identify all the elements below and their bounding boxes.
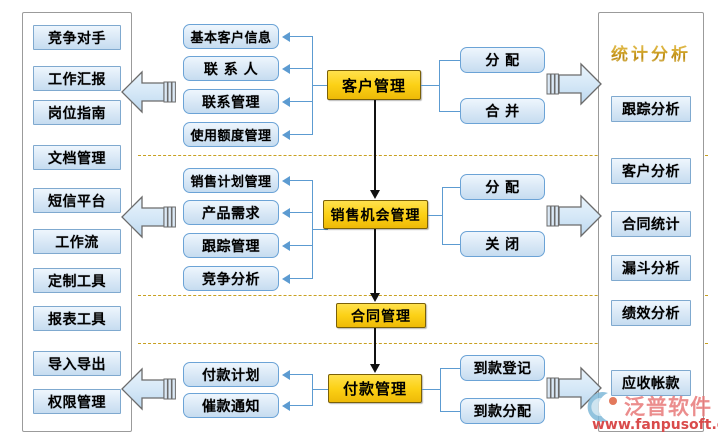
connector-opportunity-left-stub	[312, 229, 328, 230]
block-arrow-right-1	[545, 60, 603, 108]
connector-opportunity-right-stub	[428, 215, 442, 216]
opportunity-action-1[interactable]: 分 配	[460, 174, 545, 200]
connector-payment-branch-1	[290, 374, 313, 375]
connector-opportunity-right-2	[442, 244, 460, 245]
sidebar-item-10[interactable]: 权限管理	[33, 389, 121, 414]
connector-customer-right-spine	[439, 60, 440, 111]
arrow-opportunity-branch-3	[282, 241, 290, 251]
customer-sub-3[interactable]: 联系管理	[183, 89, 279, 114]
arrow-customer-branch-1	[282, 32, 290, 42]
connector-opportunity-branch-3	[290, 245, 313, 246]
connector-customer-branch-4	[290, 134, 313, 135]
connector-payment-right-1	[440, 368, 460, 369]
arrow-opportunity-branch-1	[282, 176, 290, 186]
connector-opportunity-right-spine	[442, 187, 443, 244]
connector-payment-right-stub	[422, 389, 440, 390]
section-separator-1	[138, 155, 708, 156]
customer-sub-2[interactable]: 联 系 人	[183, 56, 279, 81]
opportunity-sub-4[interactable]: 竞争分析	[183, 266, 279, 291]
arrow-customer-branch-4	[282, 130, 290, 140]
flow-line-opportunity-to-contract	[374, 229, 376, 294]
block-arrow-left-1	[120, 68, 178, 116]
flow-line-contract-to-payment	[374, 328, 376, 365]
sidebar-item-5[interactable]: 短信平台	[33, 188, 121, 213]
arrow-customer-branch-2	[282, 64, 290, 74]
customer-action-2[interactable]: 合 并	[460, 98, 545, 124]
sidebar-item-6[interactable]: 工作流	[33, 229, 121, 254]
customer-action-1[interactable]: 分 配	[460, 47, 545, 73]
block-arrow-left-2	[120, 193, 178, 241]
arrow-opportunity-branch-4	[282, 274, 290, 284]
flow-arrow-contract-to-payment	[370, 364, 380, 373]
arrow-payment-branch-2	[282, 401, 290, 411]
section-separator-3	[138, 343, 708, 344]
process-opportunity-management[interactable]: 销售机会管理	[323, 200, 428, 229]
opportunity-sub-2[interactable]: 产品需求	[183, 200, 279, 225]
block-arrow-right-3	[545, 364, 603, 412]
arrow-customer-branch-3	[282, 97, 290, 107]
sidebar-item-7[interactable]: 定制工具	[33, 268, 121, 293]
connector-opportunity-right-1	[442, 187, 460, 188]
block-arrow-left-3	[120, 365, 178, 413]
stat-item-6[interactable]: 应收帐款	[611, 370, 691, 396]
sidebar-item-9[interactable]: 导入导出	[33, 351, 121, 376]
customer-sub-1[interactable]: 基本客户信息	[183, 24, 279, 49]
connector-customer-left-stub	[312, 85, 328, 86]
opportunity-sub-3[interactable]: 跟踪管理	[183, 233, 279, 258]
connector-payment-left-stub	[312, 389, 328, 390]
stat-item-1[interactable]: 跟踪分析	[611, 96, 691, 122]
connector-customer-branch-3	[290, 101, 313, 102]
stat-item-4[interactable]: 漏斗分析	[611, 255, 691, 281]
connector-customer-branch-1	[290, 36, 313, 37]
arrow-opportunity-branch-2	[282, 208, 290, 218]
section-separator-2	[138, 295, 708, 296]
sidebar-item-8[interactable]: 报表工具	[33, 306, 121, 331]
connector-payment-right-2	[440, 411, 460, 412]
sidebar-item-2[interactable]: 工作汇报	[33, 66, 121, 91]
flow-arrow-opportunity-to-contract	[370, 293, 380, 302]
block-arrow-right-2	[545, 192, 603, 240]
right-column-header: 统计分析	[600, 40, 702, 65]
customer-sub-4[interactable]: 使用额度管理	[183, 122, 279, 147]
stat-item-5[interactable]: 绩效分析	[611, 300, 691, 326]
process-customer-management[interactable]: 客户管理	[327, 70, 421, 100]
sidebar-item-3[interactable]: 岗位指南	[33, 100, 121, 125]
connector-payment-right-spine	[440, 368, 441, 411]
connector-customer-right-stub	[421, 85, 439, 86]
flow-line-customer-to-opportunity	[374, 100, 376, 191]
opportunity-sub-1[interactable]: 销售计划管理	[183, 168, 279, 193]
flow-arrow-customer-to-opportunity	[370, 190, 380, 199]
connector-opportunity-branch-4	[290, 278, 313, 279]
payment-action-1[interactable]: 到款登记	[460, 355, 545, 381]
process-contract-management[interactable]: 合同管理	[336, 303, 426, 328]
payment-sub-1[interactable]: 付款计划	[183, 362, 279, 387]
connector-opportunity-branch-1	[290, 180, 313, 181]
arrow-payment-branch-1	[282, 370, 290, 380]
connector-payment-branch-2	[290, 405, 313, 406]
sidebar-item-4[interactable]: 文档管理	[33, 145, 121, 170]
payment-sub-2[interactable]: 催款通知	[183, 393, 279, 418]
sidebar-item-1[interactable]: 竞争对手	[33, 25, 121, 50]
stat-item-2[interactable]: 客户分析	[611, 158, 691, 184]
payment-action-2[interactable]: 到款分配	[460, 398, 545, 424]
connector-customer-right-1	[439, 60, 460, 61]
opportunity-action-2[interactable]: 关 闭	[460, 231, 545, 257]
connector-customer-branch-2	[290, 68, 313, 69]
stat-item-3[interactable]: 合同统计	[611, 211, 691, 237]
connector-customer-right-2	[439, 111, 460, 112]
connector-opportunity-branch-2	[290, 212, 313, 213]
process-payment-management[interactable]: 付款管理	[328, 374, 422, 403]
